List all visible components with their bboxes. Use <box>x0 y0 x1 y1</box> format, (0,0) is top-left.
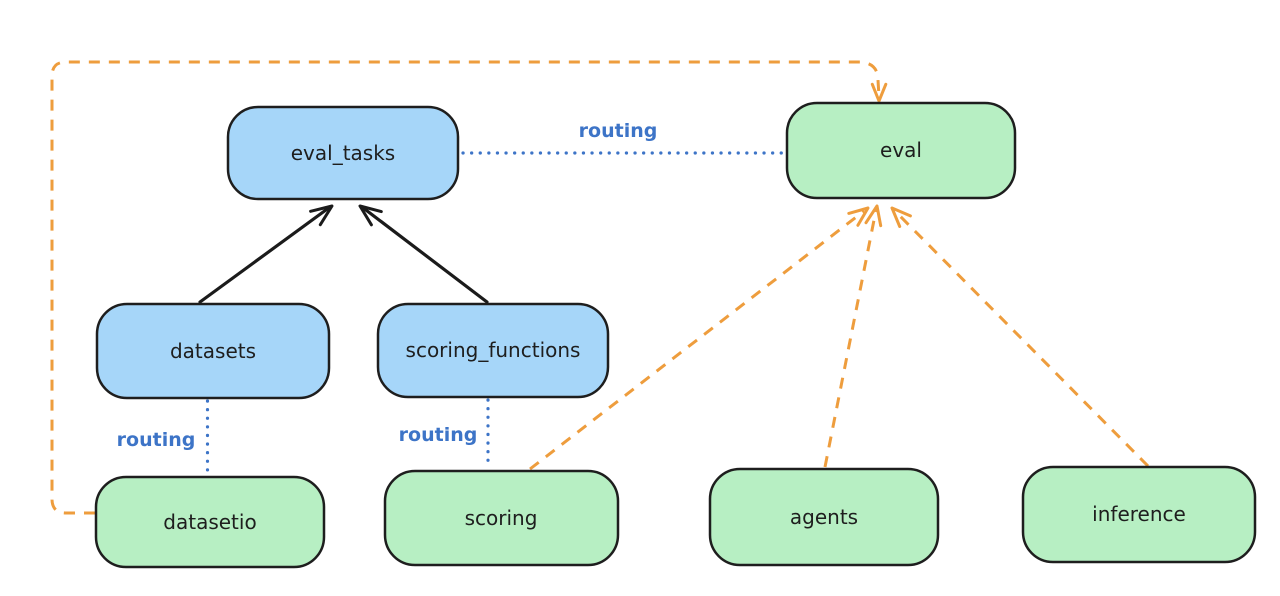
edge-datasetio-to-eval <box>50 60 888 515</box>
edge-inference-to-eval <box>890 206 1150 468</box>
node-label: eval_tasks <box>291 141 395 165</box>
node-label: datasetio <box>163 510 256 534</box>
node-eval-tasks: eval_tasks <box>226 105 460 201</box>
node-datasets: datasets <box>95 302 331 400</box>
node-datasetio: datasetio <box>94 475 326 569</box>
node-label: agents <box>790 505 858 529</box>
node-inference: inference <box>1021 465 1257 564</box>
node-label: inference <box>1092 502 1186 526</box>
arrowhead-icon <box>358 204 383 227</box>
arrowhead-icon <box>890 206 912 228</box>
node-label: datasets <box>170 339 256 363</box>
edge-label-routing-eval-tasks-eval: routing <box>579 120 658 142</box>
arrowhead-icon <box>864 204 883 228</box>
arrowhead-icon <box>309 204 334 227</box>
node-eval: eval <box>785 101 1017 200</box>
node-label: eval <box>880 138 922 162</box>
edge-label-routing-datasets-datasetio: routing <box>117 429 196 451</box>
edge-label-routing-scoring-functions-scoring: routing <box>399 424 478 446</box>
node-scoring: scoring <box>383 469 620 567</box>
node-agents: agents <box>708 467 940 567</box>
edge-scoring-functions-to-eval-tasks <box>358 204 489 304</box>
arrowhead-icon <box>847 206 870 227</box>
node-label: scoring <box>465 506 538 530</box>
edge-agents-to-eval <box>823 204 883 468</box>
edge-datasets-to-eval-tasks <box>198 204 334 304</box>
node-label: scoring_functions <box>406 338 581 362</box>
node-scoring-functions: scoring_functions <box>376 302 610 399</box>
edge-scoring-to-eval <box>529 206 870 471</box>
arrowhead-icon <box>870 82 888 103</box>
